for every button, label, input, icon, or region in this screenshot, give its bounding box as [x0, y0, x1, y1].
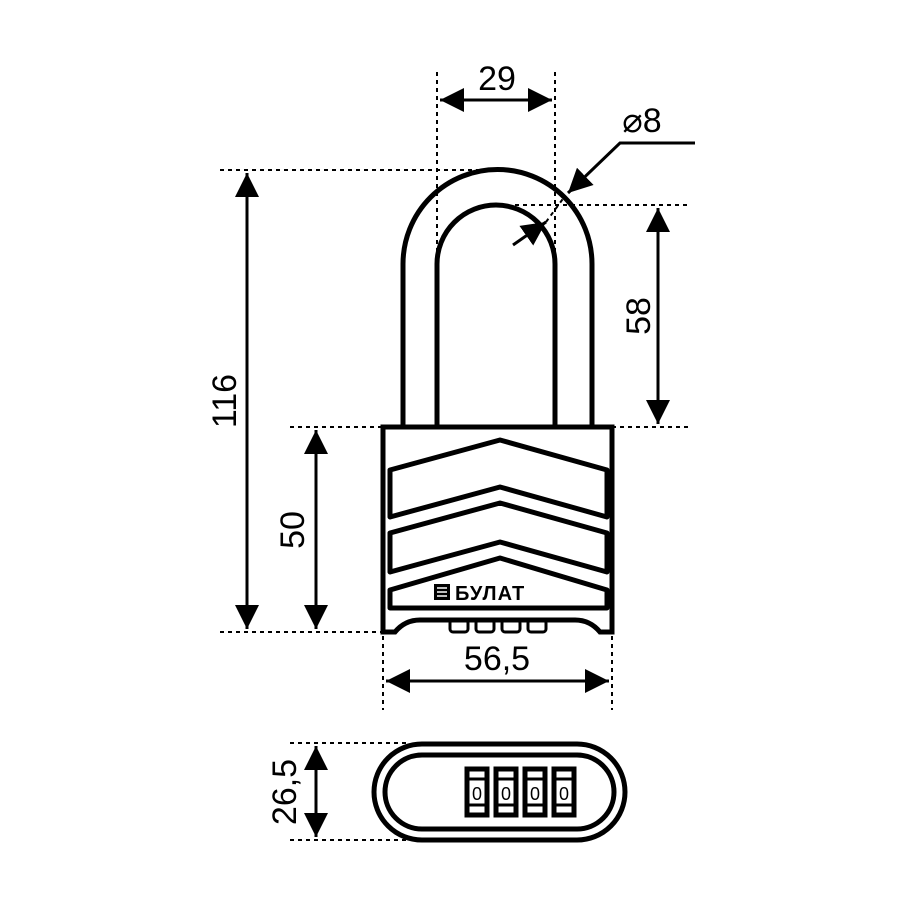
- dimension-116: 116: [206, 173, 259, 629]
- svg-text:⌀8: ⌀8: [622, 102, 661, 140]
- svg-text:116: 116: [206, 374, 244, 428]
- combination-wheel: 0: [551, 766, 577, 818]
- lock-bottom-view: 0 0 0 0: [371, 741, 628, 843]
- chevron-band-3: [387, 555, 610, 611]
- dimension-diameter-8: ⌀8: [512, 102, 695, 247]
- combination-wheel: 0: [464, 766, 490, 818]
- svg-text:26,5: 26,5: [266, 759, 304, 825]
- brand-logo-icon: [434, 584, 450, 600]
- combination-wheel: 0: [522, 766, 548, 818]
- svg-text:50: 50: [274, 511, 312, 549]
- svg-text:56,5: 56,5: [464, 640, 530, 678]
- chevron-band-2: [387, 500, 610, 575]
- lock-body: БУЛАТ: [380, 424, 615, 635]
- dimension-50: 50: [274, 430, 328, 629]
- extension-lines: [220, 72, 690, 841]
- svg-text:58: 58: [620, 297, 658, 335]
- dimension-29: 29: [440, 60, 552, 112]
- dial-buttons: [448, 618, 548, 634]
- brand-name: БУЛАТ: [455, 583, 525, 605]
- svg-text:0: 0: [559, 784, 569, 804]
- dimension-26-5: 26,5: [266, 746, 328, 837]
- dimension-56-5: 56,5: [386, 640, 609, 693]
- combination-wheel: 0: [493, 766, 519, 818]
- svg-text:29: 29: [478, 60, 516, 98]
- shackle: [400, 167, 595, 427]
- svg-text:0: 0: [530, 784, 540, 804]
- chevron-band-1: [387, 437, 610, 520]
- svg-text:0: 0: [501, 784, 511, 804]
- dimension-58: 58: [620, 208, 670, 424]
- svg-text:0: 0: [472, 784, 482, 804]
